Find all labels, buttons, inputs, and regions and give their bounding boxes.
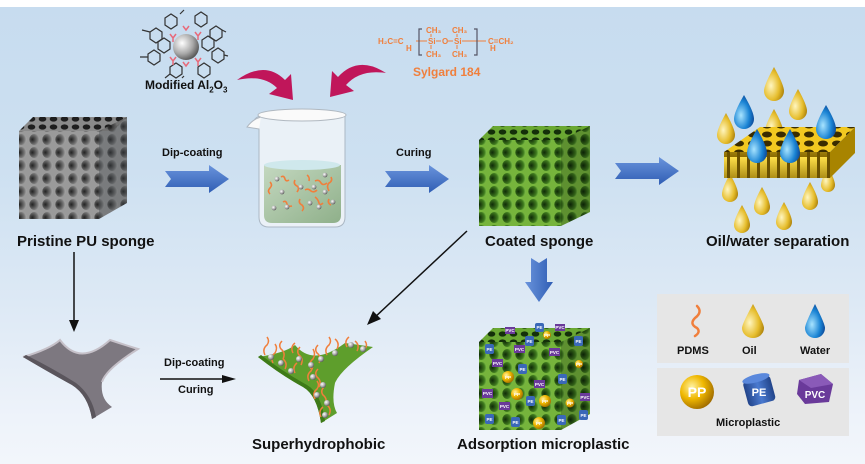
svg-text:PE: PE bbox=[486, 347, 492, 352]
curing-label-bottom: Curing bbox=[178, 384, 214, 396]
svg-text:PVC: PVC bbox=[493, 361, 503, 366]
svg-text:PP: PP bbox=[544, 333, 550, 338]
svg-text:PVC: PVC bbox=[805, 390, 826, 401]
sylgard-label: Sylgard 184 bbox=[413, 65, 481, 79]
oil-water-separation-label: Oil/water separation bbox=[706, 233, 850, 250]
coated-sponge-cube-icon bbox=[479, 126, 590, 226]
superhydrophobic-label: Superhydrophobic bbox=[252, 436, 386, 453]
arrow-down-pristine-icon bbox=[69, 252, 79, 332]
arrow-curing-icon bbox=[385, 165, 449, 193]
svg-text:PVC: PVC bbox=[500, 404, 510, 409]
beaker-icon bbox=[246, 108, 347, 228]
svg-text:PE: PE bbox=[512, 420, 518, 425]
svg-text:PP: PP bbox=[688, 384, 707, 400]
svg-text:C=CH₂: C=CH₂ bbox=[488, 37, 514, 46]
svg-text:PVC: PVC bbox=[555, 325, 565, 330]
svg-text:PP: PP bbox=[505, 375, 511, 380]
svg-text:PP: PP bbox=[576, 362, 582, 367]
pvc-cube-icon: PVC bbox=[797, 374, 833, 404]
svg-text:PE: PE bbox=[519, 367, 525, 372]
pp-sphere-icon: PP bbox=[680, 375, 714, 409]
svg-text:CH₃: CH₃ bbox=[426, 50, 442, 59]
svg-text:PE: PE bbox=[527, 399, 533, 404]
svg-text:PE: PE bbox=[580, 413, 586, 418]
dip-coating-label-bottom: Dip-coating bbox=[164, 357, 225, 369]
svg-text:PE: PE bbox=[526, 339, 532, 344]
svg-text:O: O bbox=[442, 37, 448, 46]
pe-cylinder-icon: PE bbox=[742, 373, 776, 407]
svg-text:CH₃: CH₃ bbox=[452, 26, 468, 35]
pristine-sponge-label: Pristine PU sponge bbox=[17, 233, 155, 250]
svg-text:PVC: PVC bbox=[515, 347, 525, 352]
pristine-strut-icon bbox=[22, 338, 141, 419]
svg-text:PVC: PVC bbox=[505, 328, 515, 333]
modified-al2o3-label: Modified Al2O3 bbox=[145, 78, 228, 95]
svg-text:PP: PP bbox=[514, 392, 520, 397]
svg-text:Si: Si bbox=[454, 37, 462, 46]
svg-text:PE: PE bbox=[575, 339, 581, 344]
svg-text:Si: Si bbox=[428, 37, 436, 46]
legend-label-pdms: PDMS bbox=[677, 345, 709, 357]
sylgard-formula: H₂C=C H Si O Si CH₃ CH₃ CH₃ CH₃ C=CH₂ H bbox=[378, 26, 514, 59]
svg-text:PE: PE bbox=[752, 387, 767, 399]
legend-label-oil: Oil bbox=[742, 345, 757, 357]
svg-text:PVC: PVC bbox=[550, 350, 560, 355]
svg-text:CH₃: CH₃ bbox=[452, 50, 468, 59]
arrow-bottom-icon bbox=[160, 375, 236, 383]
curved-arrow-right-icon bbox=[330, 64, 386, 97]
adsorption-microplastic-label: Adsorption microplastic bbox=[457, 436, 630, 453]
svg-text:PE: PE bbox=[558, 418, 564, 423]
legend-row1: PDMS Oil Water bbox=[657, 294, 849, 363]
arrow-dip-coating-icon bbox=[165, 165, 229, 193]
modified-al2o3-particle-icon bbox=[140, 9, 229, 79]
svg-text:CH₃: CH₃ bbox=[426, 26, 442, 35]
oil-water-separation-icon bbox=[717, 67, 855, 233]
svg-text:PVC: PVC bbox=[535, 382, 545, 387]
arrow-to-separation-icon bbox=[615, 157, 679, 185]
arrow-diagonal-icon bbox=[367, 230, 468, 325]
dip-coating-label-top: Dip-coating bbox=[162, 147, 223, 159]
svg-text:PE: PE bbox=[536, 325, 542, 330]
pdms-chain-icon bbox=[691, 304, 701, 338]
svg-text:PVC: PVC bbox=[483, 391, 493, 396]
svg-text:H₂C=C: H₂C=C bbox=[378, 37, 404, 46]
oil-drop-icon bbox=[742, 304, 764, 338]
svg-text:PVC: PVC bbox=[580, 395, 590, 400]
legend-label-water: Water bbox=[800, 345, 831, 357]
svg-text:PP: PP bbox=[567, 401, 573, 406]
svg-text:PP: PP bbox=[536, 421, 542, 426]
svg-text:H: H bbox=[490, 44, 496, 53]
adsorption-cube-icon: PVC PE PVC PP PE PE PVC PVC PE PVC PE PP… bbox=[479, 323, 590, 430]
arrow-down-adsorption-icon bbox=[525, 258, 553, 302]
svg-text:PE: PE bbox=[486, 417, 492, 422]
legend-label-microplastic: Microplastic bbox=[716, 417, 781, 429]
diagram-canvas: Modified Al2O3 H₂C=C H Si O Si CH₃ CH₃ C… bbox=[0, 7, 865, 464]
coated-sponge-label: Coated sponge bbox=[485, 233, 594, 250]
svg-text:PP: PP bbox=[542, 399, 548, 404]
curing-label-top: Curing bbox=[396, 147, 432, 159]
legend-row2: PP PE PVC Microplastic bbox=[657, 368, 849, 436]
svg-text:H: H bbox=[406, 44, 412, 53]
pristine-sponge-cube-icon bbox=[19, 117, 127, 219]
water-drop-icon bbox=[805, 304, 825, 338]
curved-arrow-left-icon bbox=[237, 70, 293, 100]
superhydrophobic-strut-icon bbox=[258, 336, 373, 423]
svg-text:PE: PE bbox=[559, 377, 565, 382]
